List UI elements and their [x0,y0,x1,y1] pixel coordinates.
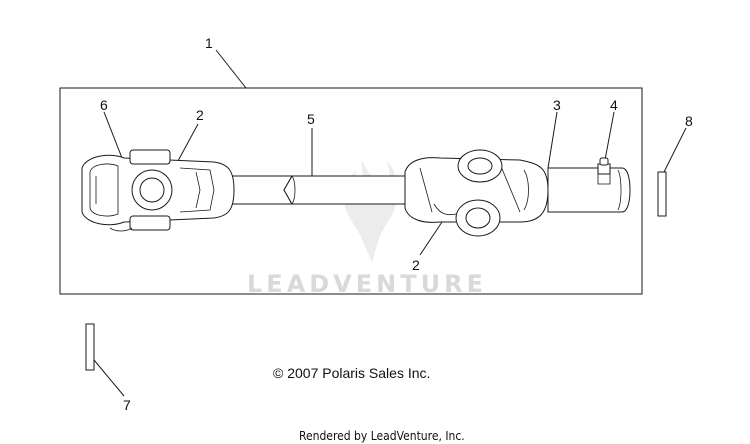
callout-5: 5 [307,111,315,127]
copyright-notice: © 2007 Polaris Sales Inc. [273,365,430,381]
watermark-text: LEADVENTURE [247,270,487,298]
callout-3: 3 [553,97,561,113]
callout-7: 7 [123,397,131,413]
callout-8: 8 [685,113,693,129]
leadventure-watermark: LEADVENTURE [247,160,487,298]
leader-lines [93,49,687,397]
shaft-tube-right [283,175,406,205]
slip-shaft [547,167,631,213]
grease-fitting [597,157,611,185]
callout-1: 1 [205,35,213,51]
right-yoke [404,149,549,237]
flame-logo-icon [344,160,398,262]
callout-6: 6 [100,97,108,113]
assembly-box [59,87,643,295]
drive-shaft-assembly [81,149,631,237]
callout-2-upper: 2 [196,107,204,123]
callout-4: 4 [610,97,618,113]
callout-2-lower: 2 [412,257,420,273]
part-7-pad [85,323,95,371]
part-8-pad [657,171,667,217]
left-yoke [81,149,235,232]
rendered-by-credit: Rendered by LeadVenture, Inc. [299,429,465,443]
shaft-tube [231,175,293,205]
